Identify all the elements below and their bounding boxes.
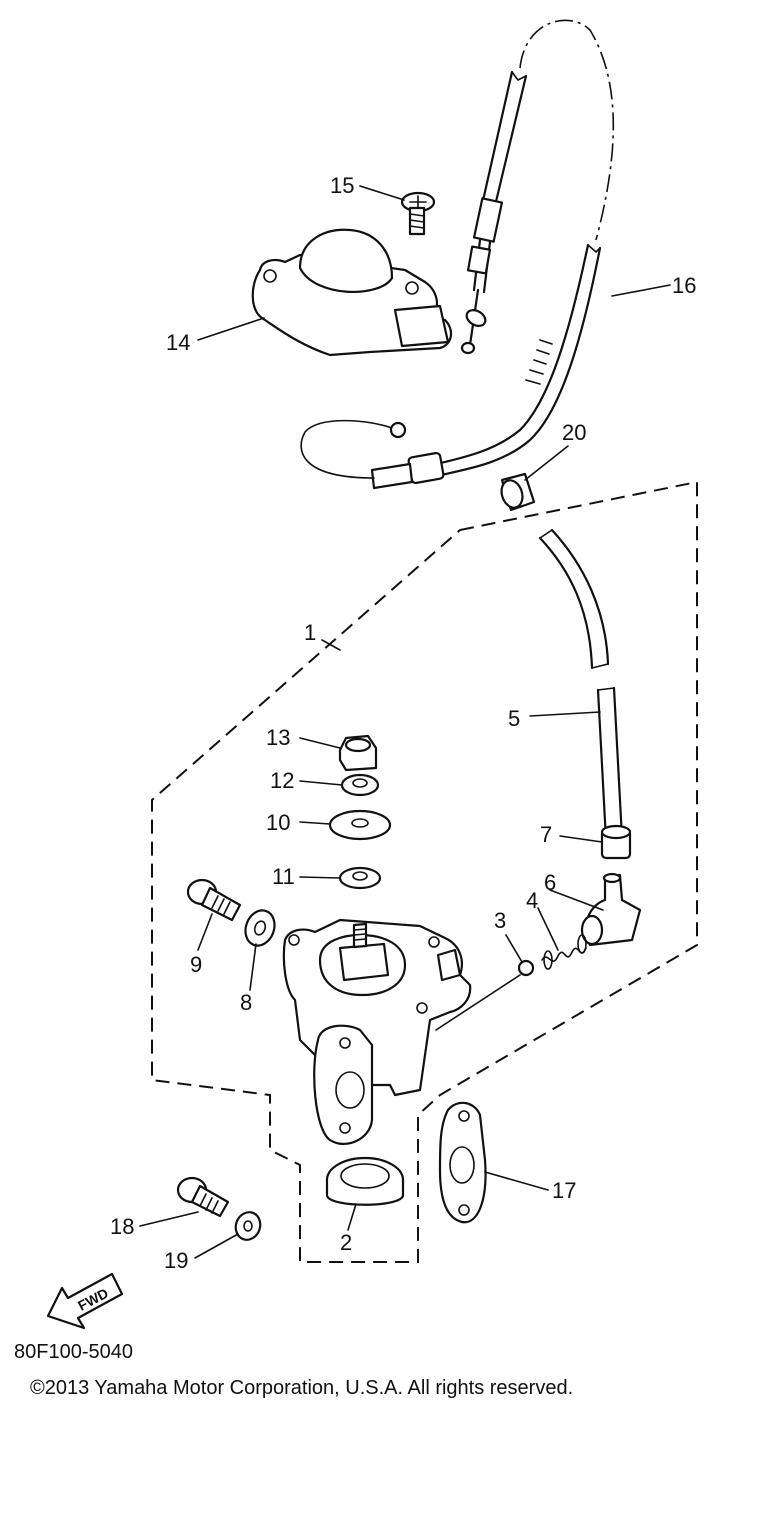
diagram-code: 80F100-5040 — [14, 1341, 133, 1363]
part-11-washer — [338, 866, 382, 890]
part-17-gasket — [438, 1101, 487, 1224]
part-14-cover — [251, 228, 453, 357]
throttle-cable — [460, 70, 528, 355]
label-5: 5 — [508, 706, 520, 731]
label-14: 14 — [166, 330, 190, 355]
part-13-nut — [338, 734, 378, 772]
label-1: 1 — [304, 620, 316, 645]
label-13: 13 — [266, 725, 290, 750]
part-3-ball — [517, 959, 535, 977]
part-5-tube — [538, 528, 624, 842]
part-15-screw — [400, 191, 436, 236]
label-19: 19 — [164, 1248, 188, 1273]
label-9: 9 — [190, 952, 202, 977]
label-8: 8 — [240, 990, 252, 1015]
label-12: 12 — [270, 768, 294, 793]
part-20 — [500, 472, 536, 512]
part-10-washer — [328, 809, 392, 841]
label-4: 4 — [526, 888, 538, 913]
label-18: 18 — [110, 1214, 134, 1239]
part-6-elbow — [580, 872, 642, 947]
cable-loop — [519, 19, 615, 241]
copyright-notice: ©2013 Yamaha Motor Corporation, U.S.A. A… — [30, 1377, 573, 1399]
label-15: 15 — [330, 173, 354, 198]
part-7 — [600, 824, 632, 860]
pump-body — [282, 918, 472, 1145]
part-18-bolt — [176, 1176, 230, 1218]
leader-lines — [139, 185, 671, 1259]
part-8-washer — [244, 909, 276, 947]
assembly-boundary — [151, 480, 698, 1263]
label-6: 6 — [544, 870, 556, 895]
part-19-washer — [234, 1211, 262, 1241]
hose-16 — [300, 243, 602, 490]
label-2: 2 — [340, 1230, 352, 1255]
label-7: 7 — [540, 822, 552, 847]
label-11: 11 — [272, 864, 295, 889]
label-10: 10 — [266, 810, 290, 835]
label-17: 17 — [552, 1178, 576, 1203]
label-20: 20 — [562, 420, 586, 445]
part-12-washer — [340, 773, 380, 797]
label-3: 3 — [494, 908, 506, 933]
part-9-bolt — [186, 878, 242, 922]
part-4-spring — [541, 934, 587, 970]
fwd-arrow-icon: FWD — [46, 1272, 124, 1330]
part-2-seal — [325, 1156, 405, 1206]
label-16: 16 — [672, 273, 696, 298]
